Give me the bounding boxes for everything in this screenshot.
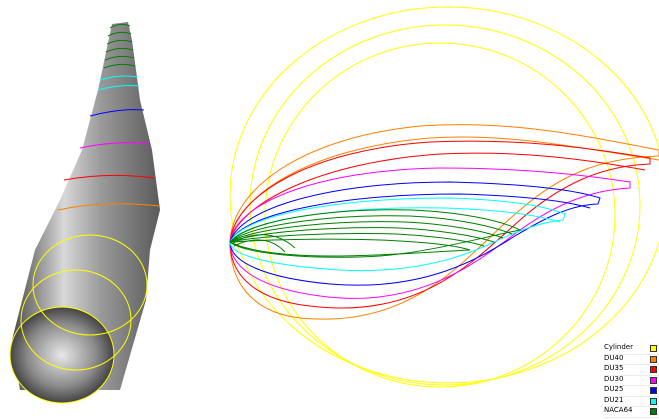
legend-swatch-icon (650, 366, 657, 373)
blade-section-du35 (63, 174, 156, 181)
legend-swatch-icon (650, 355, 657, 363)
legend-item-du25: DU25 (604, 385, 659, 397)
legend-label: DU30 (604, 374, 624, 383)
blade-root-face (10, 307, 114, 403)
legend-label: DU25 (604, 385, 624, 393)
blade-sections-naca64 (103, 23, 136, 69)
legend-item-du35: DU35 (604, 364, 659, 376)
airfoil-du25 (229, 181, 601, 286)
legend-swatch-icon (650, 387, 657, 394)
legend-swatch-icon (650, 408, 657, 415)
legend-label: DU21 (604, 395, 624, 404)
legend-item-du40: DU40 (604, 353, 659, 365)
legend-item-naca64: NACA64 (604, 406, 659, 418)
legend-item-du30: DU30 (604, 374, 659, 386)
blade-3d-view (9, 22, 161, 404)
legend-item-du21: DU21 (604, 395, 659, 407)
blade-sections-du21 (97, 75, 140, 91)
blade-section-du25 (89, 109, 145, 117)
legend-label: Cylinder (604, 343, 633, 351)
legend: Cylinder DU40 DU35 DU30 DU25 DU21 NACA64 (604, 343, 659, 418)
airfoil-cylinder (229, 6, 659, 388)
airfoil-overlay-view (229, 6, 659, 388)
legend-swatch-icon (650, 376, 657, 384)
legend-swatch-icon (650, 345, 657, 352)
legend-swatch-icon (650, 397, 657, 405)
airfoil-du30 (229, 167, 631, 299)
legend-item-cylinder: Cylinder (604, 343, 659, 355)
blade-sections-cylinder (9, 234, 148, 404)
blade-section-du30 (79, 142, 151, 149)
legend-label: NACA64 (604, 406, 633, 414)
blade-section-du40 (57, 203, 161, 211)
legend-label: DU35 (604, 364, 624, 372)
legend-label: DU40 (604, 353, 624, 362)
airfoil-naca64 (229, 209, 522, 258)
